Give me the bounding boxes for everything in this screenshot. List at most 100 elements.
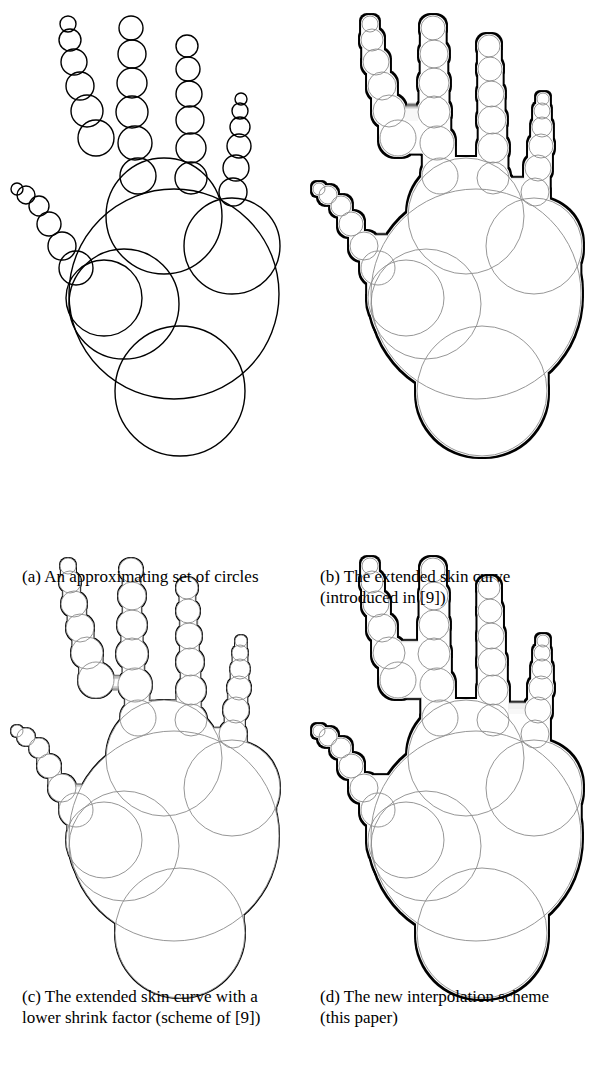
approx-circle xyxy=(420,126,454,160)
approx-circle xyxy=(17,728,35,746)
circle-set xyxy=(11,16,280,456)
approx-circle xyxy=(227,676,251,700)
approx-circle xyxy=(380,662,416,698)
approx-circle xyxy=(363,49,389,75)
approx-circle xyxy=(176,35,198,57)
approx-circle xyxy=(478,648,506,676)
approx-circle xyxy=(118,582,146,610)
approx-circle xyxy=(420,40,448,68)
approx-circle xyxy=(119,16,143,40)
approx-circle xyxy=(420,668,454,702)
approx-circle xyxy=(176,106,204,134)
approx-circle xyxy=(219,720,247,748)
skin-interior xyxy=(11,558,280,998)
approx-circle xyxy=(350,232,378,260)
approx-circle xyxy=(118,40,146,68)
approx-circle xyxy=(380,120,416,156)
subfigure-caption: (b) The extended skin curve (introduced … xyxy=(320,566,575,608)
circle-set xyxy=(11,558,280,998)
approx-circle xyxy=(478,81,504,107)
skin-curve xyxy=(313,558,582,998)
approx-circle xyxy=(486,740,582,836)
hand-panel xyxy=(11,16,280,456)
approx-circle xyxy=(116,638,148,670)
approx-circle xyxy=(422,700,458,736)
approx-circle xyxy=(59,29,81,51)
approx-circle xyxy=(478,675,508,705)
hand-panel xyxy=(313,558,582,998)
subfigure-caption: (d) The new interpolation scheme (this p… xyxy=(320,986,575,1028)
approx-circle xyxy=(78,662,114,698)
skin-curve xyxy=(313,16,582,456)
approx-circle xyxy=(176,133,206,163)
approx-circle xyxy=(371,189,581,399)
approx-circle xyxy=(419,68,449,98)
approx-circle xyxy=(319,728,337,746)
approx-circle xyxy=(117,68,147,98)
approx-circle xyxy=(176,648,204,676)
approx-circle xyxy=(223,155,249,181)
approx-circle xyxy=(176,623,202,649)
approx-circle xyxy=(69,731,279,941)
approx-circle xyxy=(66,260,142,336)
approx-circle xyxy=(118,126,152,160)
approx-circle xyxy=(408,158,524,274)
skin-interior xyxy=(313,558,582,998)
approx-circle xyxy=(418,96,450,128)
approx-circle xyxy=(106,700,222,816)
approx-circle xyxy=(478,133,508,163)
approx-circle xyxy=(478,57,502,81)
approx-circle xyxy=(529,676,553,700)
approx-circle xyxy=(521,178,549,206)
approx-circle xyxy=(118,668,152,702)
skin-curve xyxy=(11,558,280,998)
approx-circle xyxy=(17,186,35,204)
approx-circle xyxy=(176,599,200,623)
approx-circle xyxy=(331,196,351,216)
approx-circle xyxy=(417,868,547,998)
approx-circle xyxy=(478,623,504,649)
approx-circle xyxy=(69,189,279,399)
approx-circle xyxy=(521,720,549,748)
approx-circle xyxy=(184,740,280,836)
approx-circle xyxy=(115,326,245,456)
approx-circle xyxy=(525,155,551,181)
approx-circle xyxy=(319,186,337,204)
approx-circle xyxy=(478,599,502,623)
approx-circle xyxy=(184,198,280,294)
circle-set xyxy=(313,558,582,998)
approx-circle xyxy=(29,738,49,758)
approx-circle xyxy=(116,96,148,128)
approx-circle xyxy=(525,697,551,723)
approx-circle xyxy=(421,16,445,40)
approx-circle xyxy=(66,614,94,642)
approx-circle xyxy=(176,81,202,107)
approx-circle xyxy=(61,591,87,617)
approx-circle xyxy=(368,260,444,336)
subfigure-caption: (c) The extended skin curve with a lower… xyxy=(22,986,272,1028)
approx-circle xyxy=(115,868,245,998)
approx-circle xyxy=(368,802,444,878)
approx-circle xyxy=(227,134,251,158)
skin-interior xyxy=(313,16,582,456)
approx-circle xyxy=(486,198,582,294)
approx-circle xyxy=(478,35,500,57)
approx-circle xyxy=(106,158,222,274)
approx-circle xyxy=(117,610,147,640)
approx-circle xyxy=(78,120,114,156)
approx-circle xyxy=(417,326,547,456)
approx-circle xyxy=(48,232,76,260)
approx-circle xyxy=(419,610,449,640)
approx-circle xyxy=(223,697,249,723)
approx-circle xyxy=(368,614,396,642)
approx-circle xyxy=(66,802,142,878)
approx-circle xyxy=(529,134,553,158)
approx-circle xyxy=(176,675,206,705)
approx-circle xyxy=(422,158,458,194)
approx-circle xyxy=(361,29,383,51)
approx-circle xyxy=(350,774,378,802)
approx-circle xyxy=(418,638,450,670)
approx-circle xyxy=(368,72,396,100)
subfigure-caption: (a) An approximating set of circles xyxy=(22,566,272,587)
